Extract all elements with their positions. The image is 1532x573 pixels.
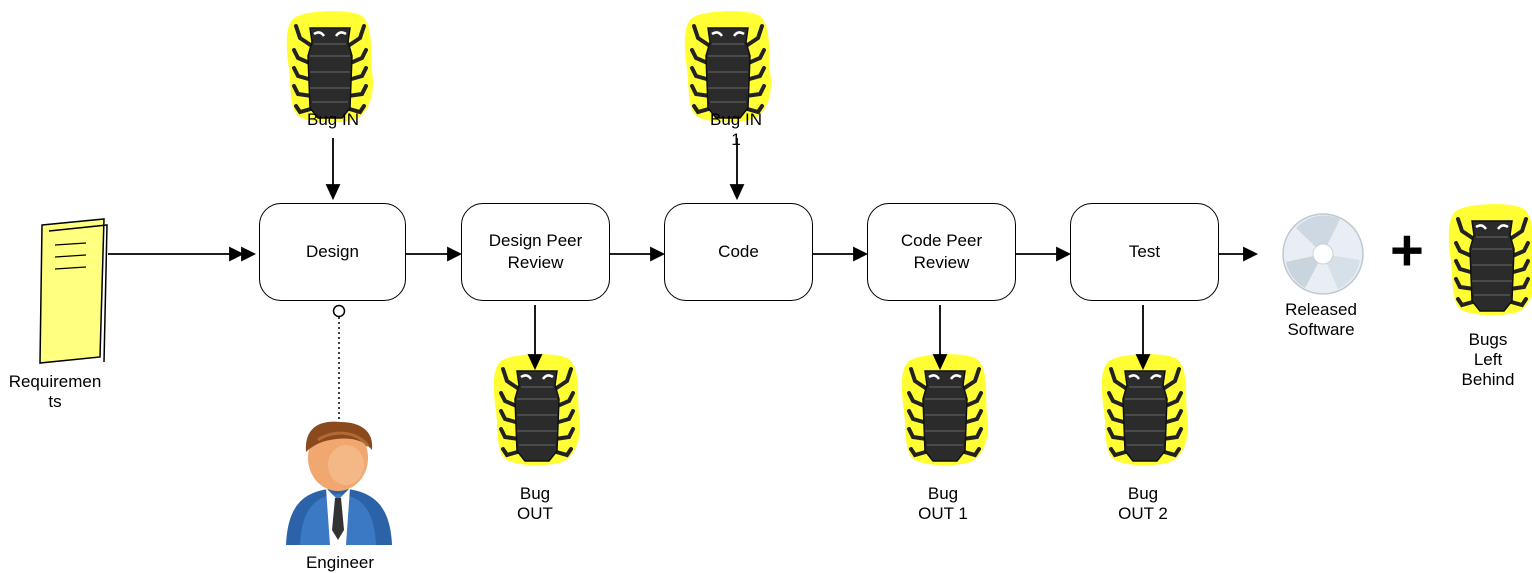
person-icon: [286, 421, 392, 545]
engineer-label: Engineer: [305, 553, 375, 572]
bug-icon: [1446, 202, 1532, 318]
plus-sign: +: [1390, 218, 1424, 283]
step-design[interactable]: Design: [259, 203, 406, 301]
step-design-peer-review[interactable]: Design Peer Review: [461, 203, 610, 301]
bug-icon: [491, 352, 583, 468]
bug-icon: [899, 352, 991, 468]
document-icon: [39, 218, 108, 364]
bugs-left-behind-label: Bugs Left Behind: [1461, 330, 1515, 389]
bug-in-1-label: Bug IN 1: [710, 110, 762, 149]
requirements-label: Requiremen ts: [8, 372, 102, 411]
step-test[interactable]: Test: [1070, 203, 1219, 301]
step-code-peer-review[interactable]: Code Peer Review: [867, 203, 1016, 301]
bug-out-2-label: Bug OUT 2: [1118, 484, 1168, 523]
step-code[interactable]: Code: [664, 203, 813, 301]
bug-icon: [682, 9, 774, 125]
bug-in-label: Bug IN: [307, 110, 359, 129]
bug-out-label: Bug OUT: [517, 484, 553, 523]
bug-icon: [1099, 352, 1191, 468]
disc-icon: [1282, 213, 1364, 295]
released-software-label: Released Software: [1285, 300, 1357, 339]
bug-out-1-label: Bug OUT 1: [918, 484, 968, 523]
bug-icon: [284, 9, 376, 125]
